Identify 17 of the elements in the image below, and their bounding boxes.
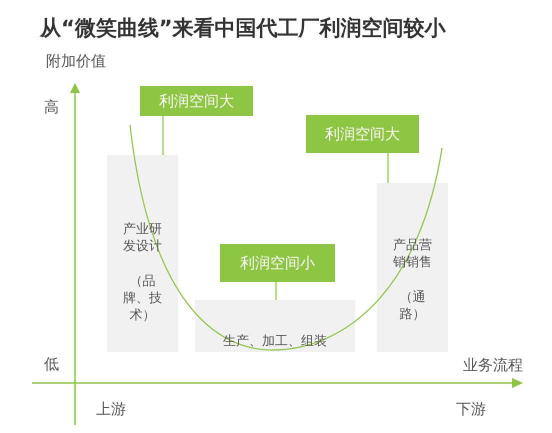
stage-label: （品牌、技术） <box>122 273 163 324</box>
axis-title: 业务流程 <box>463 356 523 375</box>
stage-box <box>107 155 178 352</box>
axis-end-label: 上游 <box>96 400 126 419</box>
leader-line <box>275 282 277 300</box>
callout-box: 利润空间大 <box>140 86 253 116</box>
stage-box <box>377 183 448 352</box>
leader-line <box>387 153 389 183</box>
axis-end-label: 下游 <box>456 400 486 419</box>
callout-box: 利润空间小 <box>220 244 335 282</box>
callout-box: 利润空间大 <box>306 115 419 153</box>
axis-level-label: 低 <box>44 355 59 374</box>
stage-label: （通路） <box>398 289 426 323</box>
axis-level-label: 高 <box>44 98 59 117</box>
title: 从“微笑曲线”来看中国代工厂利润空间较小 <box>40 15 446 42</box>
axis-title: 附加价值 <box>46 52 106 71</box>
leader-line <box>162 116 164 155</box>
